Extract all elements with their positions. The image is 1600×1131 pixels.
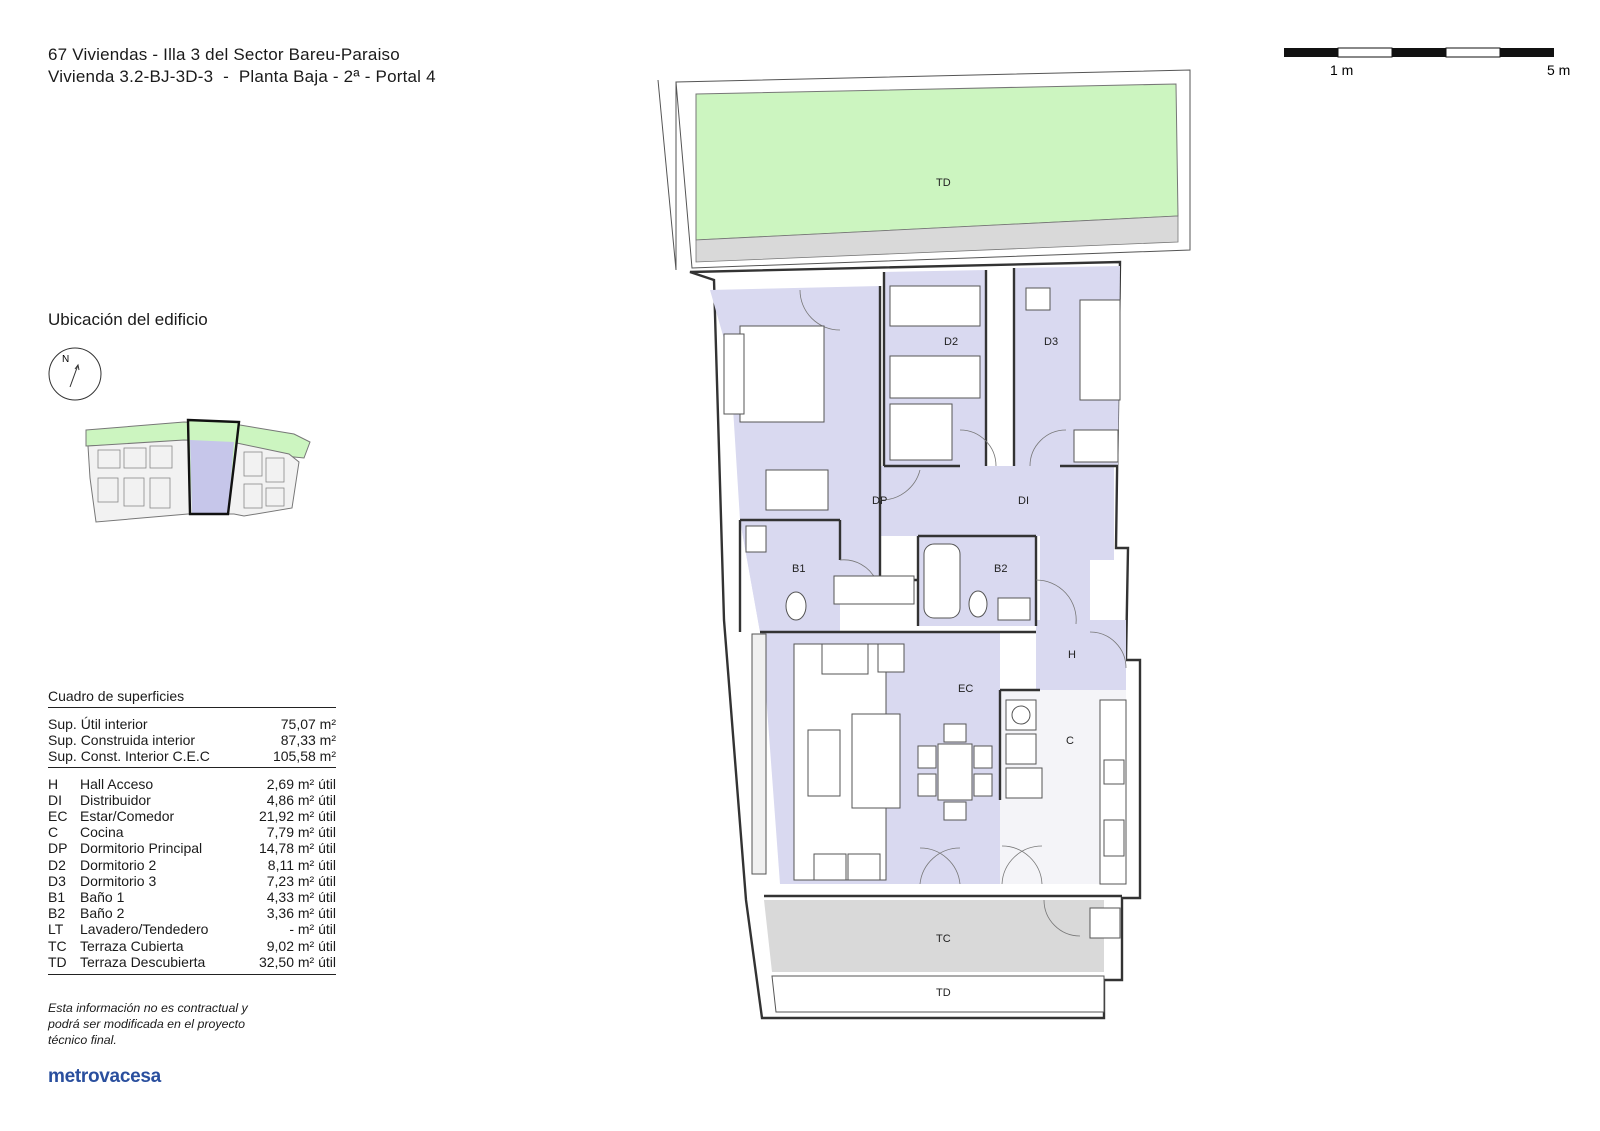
room-code: B1 [48, 889, 66, 906]
room-name: Hall Acceso [80, 775, 154, 792]
building-location-map [85, 418, 311, 523]
room-name: Dormitorio 2 [80, 856, 157, 873]
double-bed [739, 325, 825, 423]
room-value: 32,50 m² útil [258, 953, 336, 970]
summary-label: Sup. Útil interior [48, 716, 148, 732]
room-row: TC Terraza Cubierta 9,02 m² útil [48, 938, 336, 954]
location-title: Ubicación del edificio [48, 310, 208, 329]
single-bed-d2 [889, 355, 981, 399]
room-value: 21,92 m² útil [258, 808, 336, 825]
room-row: B2 Baño 2 3,36 m² útil [48, 905, 336, 921]
disclaimer-note: Esta información no es contractual y pod… [48, 1001, 248, 1048]
surfaces-table: Cuadro de superficies Sup. Útil interior… [48, 688, 336, 976]
room-value: 4,86 m² útil [266, 791, 336, 808]
room-h-fill [1036, 620, 1126, 690]
room-value: 4,33 m² útil [266, 889, 336, 906]
room-value: 8,11 m² útil [267, 856, 336, 873]
room-row: D3 Dormitorio 3 7,23 m² útil [48, 873, 336, 889]
label-td-bottom: TD [936, 987, 951, 999]
header-title: 67 Viviendas - Illa 3 del Sector Bareu-P… [48, 44, 436, 88]
room-row: TD Terraza Descubierta 32,50 m² útil [48, 954, 336, 970]
summary-label: Sup. Const. Interior C.E.C [48, 748, 210, 765]
sofa [851, 713, 901, 809]
room-name: Cocina [80, 824, 124, 841]
room-name: Terraza Cubierta [80, 937, 184, 954]
room-name: Distribuidor [80, 791, 151, 808]
room-value: 7,23 m² útil [266, 872, 336, 889]
label-tc: TC [936, 933, 951, 945]
room-row: DP Dormitorio Principal 14,78 m² útil [48, 840, 336, 856]
room-code: TD [48, 953, 67, 970]
room-row: EC Estar/Comedor 21,92 m² útil [48, 808, 336, 824]
label-d3: D3 [1044, 336, 1058, 348]
room-code: DP [48, 840, 68, 857]
room-name: Lavadero/Tendedero [80, 921, 209, 938]
label-b1: B1 [792, 563, 805, 575]
room-value: - m² útil [289, 921, 336, 938]
header-line-2: Vivienda 3.2-BJ-3D-3 - Planta Baja - 2ª … [48, 67, 436, 86]
dining-table [937, 743, 973, 801]
room-value: 7,79 m² útil [266, 824, 336, 841]
room-name: Baño 1 [80, 889, 125, 906]
room-di-fill [880, 466, 1114, 620]
label-ec: EC [958, 683, 973, 695]
brand-logo: metrovacesa [48, 1066, 161, 1087]
room-code: LT [48, 921, 64, 938]
scale-bar: 1 m 5 m [1284, 47, 1570, 78]
scale-label-5m: 5 m [1547, 62, 1570, 78]
label-dp: DP [872, 495, 887, 507]
summary-value: 105,58 m² [272, 748, 336, 765]
surfaces-title: Cuadro de superficies [48, 688, 336, 708]
room-name: Terraza Descubierta [80, 953, 206, 970]
north-compass-icon: N [48, 347, 102, 401]
summary-label: Sup. Construida interior [48, 732, 196, 749]
room-name: Dormitorio 3 [80, 872, 157, 889]
summary-value: 87,33 m² [280, 732, 336, 749]
room-code: DI [48, 791, 62, 808]
room-value: 3,36 m² útil [266, 905, 336, 922]
room-row: DI Distribuidor 4,86 m² útil [48, 792, 336, 808]
bathtub-b2 [923, 543, 961, 619]
room-row: B1 Baño 1 4,33 m² útil [48, 889, 336, 905]
label-d2: D2 [944, 336, 958, 348]
room-value: 9,02 m² útil [266, 937, 336, 954]
room-row: C Cocina 7,79 m² útil [48, 824, 336, 840]
summary-row: Sup. Útil interior 75,07 m² [48, 716, 336, 732]
label-c: C [1066, 735, 1074, 747]
shower-b1 [765, 469, 829, 511]
room-code: C [48, 824, 59, 841]
room-value: 14,78 m² útil [258, 840, 336, 857]
room-value: 2,69 m² útil [266, 775, 336, 792]
room-code: TC [48, 937, 67, 954]
scale-label-1m: 1 m [1330, 62, 1353, 78]
room-row: LT Lavadero/Tendedero - m² útil [48, 921, 336, 937]
room-row: D2 Dormitorio 2 8,11 m² útil [48, 857, 336, 873]
garden-terrace-area [695, 83, 1179, 241]
label-di: DI [1018, 495, 1029, 507]
room-code: EC [48, 808, 68, 825]
north-label: N [62, 354, 69, 365]
rooms-list: H Hall Acceso 2,69 m² útil DI Distribuidor 4… [48, 768, 336, 976]
label-b2: B2 [994, 563, 1007, 575]
label-h: H [1068, 649, 1076, 661]
header-line-1: 67 Viviendas - Illa 3 del Sector Bareu-P… [48, 45, 400, 64]
room-tc-fill [764, 900, 1104, 972]
room-code: H [48, 775, 59, 792]
room-code: D3 [48, 872, 66, 889]
room-name: Estar/Comedor [80, 808, 175, 825]
summary-value: 75,07 m² [280, 716, 336, 732]
single-bed-d3 [1079, 299, 1121, 401]
room-code: D2 [48, 856, 66, 873]
room-name: Baño 2 [80, 905, 125, 922]
surfaces-summary: Sup. Útil interior 75,07 m² Sup. Construi… [48, 708, 336, 768]
summary-row: Sup. Construida interior 87,33 m² [48, 732, 336, 748]
summary-row: Sup. Const. Interior C.E.C 105,58 m² [48, 748, 336, 764]
room-row: H Hall Acceso 2,69 m² útil [48, 776, 336, 792]
room-name: Dormitorio Principal [80, 840, 203, 857]
room-code: B2 [48, 905, 66, 922]
label-td-top: TD [936, 177, 951, 189]
